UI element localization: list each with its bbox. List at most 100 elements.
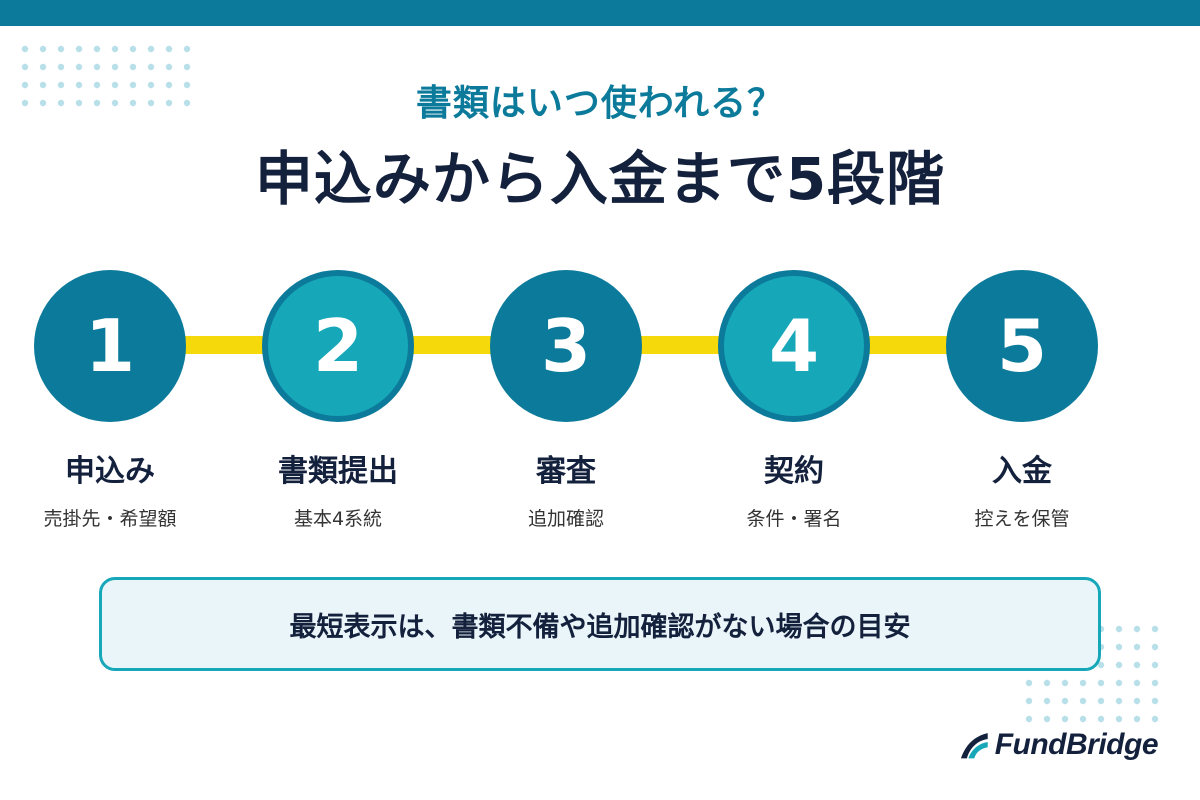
dot: [1151, 661, 1159, 669]
dot: [1079, 715, 1087, 723]
dot: [183, 63, 191, 71]
step-description: 控えを保管: [974, 508, 1070, 530]
dot: [1133, 643, 1141, 651]
note-box: 最短表示は、書類不備や追加確認がない場合の目安: [99, 577, 1101, 671]
dot: [129, 63, 137, 71]
dot: [57, 63, 65, 71]
dot: [1043, 679, 1051, 687]
dot: [1151, 643, 1159, 651]
step-label: 申込み: [65, 454, 155, 489]
note-text: 最短表示は、書類不備や追加確認がない場合の目安: [289, 611, 911, 643]
step-1: 1 申込み 売掛先・希望額: [0, 270, 220, 531]
dot: [1079, 679, 1087, 687]
step-description: 基本4系統: [293, 508, 383, 530]
dot: [21, 81, 29, 89]
dot: [147, 99, 155, 107]
step-number-circle: 5: [946, 270, 1098, 422]
step-description: 条件・署名: [746, 508, 842, 530]
step-label: 審査: [536, 454, 596, 489]
dot: [1151, 679, 1159, 687]
dot: [1115, 715, 1123, 723]
dot: [165, 63, 173, 71]
dot: [111, 45, 119, 53]
dot: [57, 45, 65, 53]
dot: [111, 81, 119, 89]
step-description: 売掛先・希望額: [43, 508, 177, 530]
brand-logo: FundBridge: [958, 720, 1159, 770]
dot: [1151, 697, 1159, 705]
dot: [1151, 625, 1159, 633]
dot: [183, 81, 191, 89]
dot: [1133, 625, 1141, 633]
step-description: 追加確認: [527, 508, 604, 530]
dot: [1115, 661, 1123, 669]
dot: [183, 45, 191, 53]
step-3: 3 審査 追加確認: [456, 270, 676, 531]
dot: [165, 99, 173, 107]
dot-grid-icon: [21, 45, 191, 107]
step-number-circle: 2: [262, 270, 414, 422]
dot: [1115, 643, 1123, 651]
dot-pattern-top-left: [20, 44, 200, 124]
dot: [1025, 697, 1033, 705]
dot: [147, 81, 155, 89]
dot: [1115, 625, 1123, 633]
dot: [1133, 661, 1141, 669]
dot: [1133, 697, 1141, 705]
subtitle: 書類はいつ使われる？: [415, 83, 785, 124]
page-title: 申込みから入金まで5段階: [254, 145, 946, 213]
dot: [93, 99, 101, 107]
dot: [39, 63, 47, 71]
dot: [39, 81, 47, 89]
dot: [21, 63, 29, 71]
dot: [75, 81, 83, 89]
dot: [1061, 697, 1069, 705]
dot: [147, 45, 155, 53]
dot: [1097, 697, 1105, 705]
bridge-logo-icon: [960, 733, 988, 759]
dot: [93, 81, 101, 89]
dot: [93, 45, 101, 53]
step-label: 書類提出: [278, 454, 398, 489]
dot: [39, 99, 47, 107]
step-number-circle: 4: [718, 270, 870, 422]
dot: [111, 63, 119, 71]
dot: [129, 81, 137, 89]
dot: [39, 45, 47, 53]
dot: [1025, 715, 1033, 723]
dot: [75, 63, 83, 71]
step-5: 5 入金 控えを保管: [912, 270, 1132, 531]
dot: [1097, 715, 1105, 723]
dot: [21, 99, 29, 107]
dot: [75, 99, 83, 107]
dot: [57, 81, 65, 89]
dot: [165, 81, 173, 89]
dot: [1043, 697, 1051, 705]
brand-name: FundBridge: [994, 728, 1159, 761]
dot: [147, 63, 155, 71]
step-number-circle: 3: [490, 270, 642, 422]
dot: [129, 99, 137, 107]
dot: [57, 99, 65, 107]
dot: [1025, 679, 1033, 687]
dot: [93, 63, 101, 71]
step-2: 2 書類提出 基本4系統: [228, 270, 448, 531]
dot: [75, 45, 83, 53]
dot: [129, 45, 137, 53]
dot: [1097, 679, 1105, 687]
dot: [21, 45, 29, 53]
dot: [1133, 679, 1141, 687]
dot: [1097, 661, 1105, 669]
dot: [183, 99, 191, 107]
dot: [1061, 679, 1069, 687]
dot: [165, 45, 173, 53]
dot: [1115, 679, 1123, 687]
dot: [1151, 715, 1159, 723]
dot: [1061, 715, 1069, 723]
dot: [1079, 697, 1087, 705]
dot: [1133, 715, 1141, 723]
step-label: 契約: [764, 454, 824, 489]
dot: [1043, 715, 1051, 723]
step-4: 4 契約 条件・署名: [684, 270, 904, 531]
dot: [111, 99, 119, 107]
